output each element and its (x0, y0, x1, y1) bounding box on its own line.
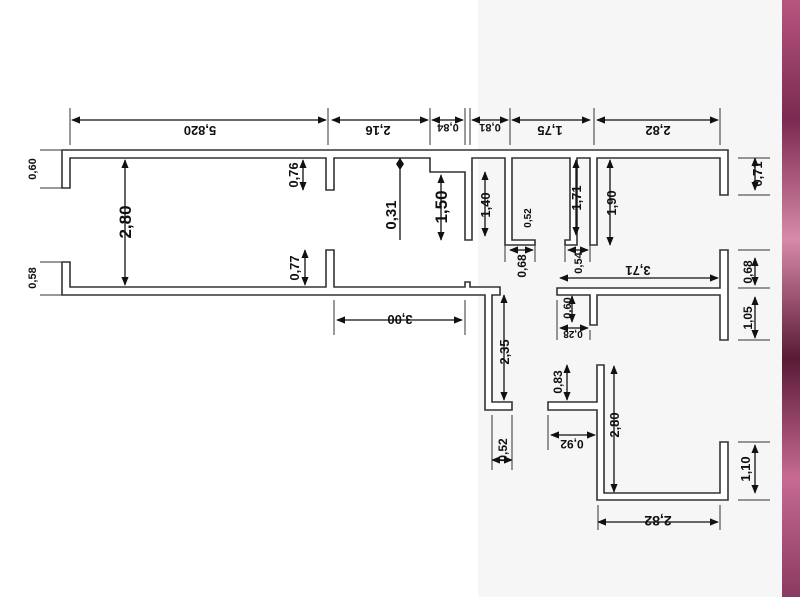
dim-room2-height: 2,80 (607, 412, 622, 437)
dim-step: 0,31 (383, 200, 400, 229)
dim-stub-1: 0,60 (562, 297, 574, 318)
dim-top-3: 0,84 (436, 121, 458, 133)
right-panel (478, 0, 782, 597)
dim-top-2: 2,16 (365, 123, 390, 138)
dim-right-2: 0,68 (741, 260, 755, 284)
dim-door-3: 0,54 (573, 251, 585, 273)
dim-left-2: 0,58 (27, 267, 39, 288)
dim-left-1: 0,60 (27, 158, 39, 179)
dimension-labels: 5,820 2,16 0,84 0,81 1,75 2,82 0,60 0,58… (27, 121, 765, 529)
dim-room2-1: 0,83 (551, 370, 565, 394)
dimension-lines (40, 108, 770, 530)
dim-room-height: 2,80 (116, 205, 135, 238)
dim-part-1: 0,76 (286, 162, 301, 187)
dim-kitchen-1: 1,50 (432, 190, 451, 223)
dim-bottom-1: 3,00 (387, 312, 412, 327)
dim-top-5: 1,75 (537, 123, 562, 138)
dim-door-2: 0,68 (515, 254, 529, 278)
border-strip (782, 0, 800, 597)
dim-wall-1: 1,71 (569, 185, 584, 210)
dim-span: 3,71 (625, 263, 650, 278)
walls (61, 149, 729, 501)
dim-room2-right: 1,10 (738, 456, 753, 481)
dim-top-4: 0,81 (479, 121, 500, 133)
dim-stub-2: 0,28 (563, 328, 583, 339)
dim-corridor-door: 0,52 (496, 438, 510, 462)
dim-corridor: 2,35 (497, 339, 512, 364)
dim-part-2: 0,77 (287, 255, 302, 280)
dim-wall-2: 1,90 (604, 190, 619, 215)
dim-room2-width: 2,82 (644, 513, 671, 529)
dim-top-6: 2,82 (645, 123, 670, 138)
dim-door-1: 0,52 (523, 208, 534, 228)
dim-top-1: 5,820 (184, 123, 217, 138)
dim-right-3: 1,05 (741, 306, 755, 330)
dim-kitchen-2: 1,40 (478, 192, 493, 217)
dim-right-1: 0,71 (750, 161, 765, 186)
dim-room2-2: 0,92 (560, 437, 584, 451)
